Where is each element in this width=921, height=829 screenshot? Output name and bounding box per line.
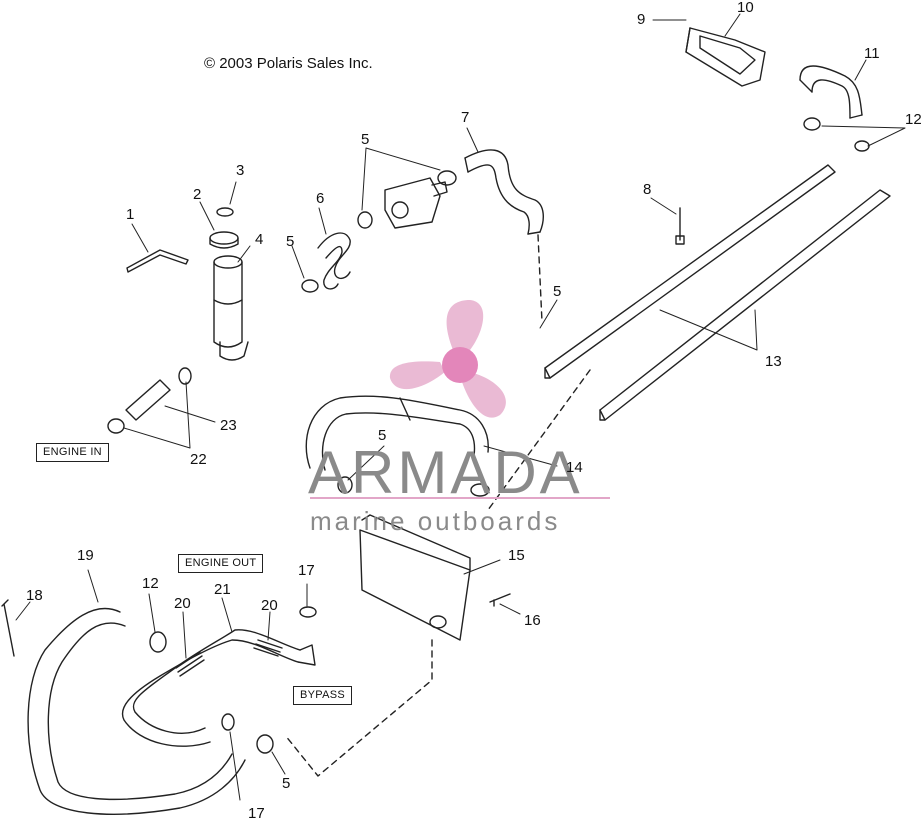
callout-14: 14	[566, 459, 583, 476]
cap-part-17-upper	[299, 606, 317, 618]
clamp-part-5-right	[470, 483, 490, 497]
clamp-part-5-left	[301, 279, 319, 293]
reservoir-part-4	[213, 255, 249, 361]
hose-part-11	[799, 65, 863, 119]
callout-13: 13	[765, 353, 782, 370]
callout-12-b: 12	[142, 575, 159, 592]
armada-logo-icon	[389, 300, 506, 418]
callout-5-c: 5	[553, 283, 562, 300]
coil-part-20	[175, 639, 283, 677]
gasket-part-3	[216, 207, 234, 217]
callout-5-a: 5	[286, 233, 295, 250]
callout-20-a: 20	[174, 595, 191, 612]
hose-part-19	[27, 607, 246, 815]
engine-in-label: ENGINE IN	[36, 443, 109, 462]
callout-5-b: 5	[361, 131, 370, 148]
clamp-part-22-upper	[178, 367, 192, 385]
hose-part-6	[317, 232, 351, 290]
hose-part-14	[305, 395, 489, 471]
callout-4: 4	[255, 231, 264, 248]
callout-9: 9	[637, 11, 646, 28]
callout-16: 16	[524, 612, 541, 629]
clamp-part-5-top	[357, 170, 457, 229]
leader-lines	[284, 234, 591, 777]
callout-1: 1	[126, 206, 135, 223]
callout-17-b: 17	[248, 805, 265, 822]
hose-part-21	[121, 629, 316, 747]
callout-12-a: 12	[905, 111, 921, 128]
callout-5-d: 5	[378, 427, 387, 444]
callout-17-a: 17	[298, 562, 315, 579]
watermark-divider	[310, 497, 610, 499]
callout-6: 6	[316, 190, 325, 207]
callout-22: 22	[190, 451, 207, 468]
callout-3: 3	[236, 162, 245, 179]
callout-23: 23	[220, 417, 237, 434]
clamp-part-12-lower	[149, 631, 167, 653]
callout-10: 10	[737, 0, 754, 16]
clamp-part-17-lower	[221, 713, 235, 731]
tool-part-1	[126, 249, 189, 273]
rail-part-13	[544, 164, 891, 421]
callout-11: 11	[864, 45, 880, 62]
clamp-part-5-bottom	[256, 734, 274, 754]
callout-5-e: 5	[282, 775, 291, 792]
callout-19: 19	[77, 547, 94, 564]
bypass-label: BYPASS	[293, 686, 353, 705]
cover-part	[685, 27, 766, 87]
callout-leaders	[15, 13, 906, 801]
tube-part-23	[125, 379, 171, 421]
clamp-part-22-lower	[107, 418, 125, 434]
callout-7: 7	[461, 109, 470, 126]
bolt-part-8	[675, 207, 685, 245]
callout-21: 21	[214, 581, 231, 598]
watermark-title: ARMADA	[308, 439, 583, 506]
callout-18: 18	[26, 587, 43, 604]
watermark-subtitle: marine outboards	[310, 506, 561, 536]
callout-20-b: 20	[261, 597, 278, 614]
pin-part-18	[1, 599, 15, 657]
engine-out-label: ENGINE OUT	[178, 554, 264, 573]
screw-part-16	[489, 593, 511, 607]
hose-part-7	[464, 149, 544, 235]
thermostat-housing-part	[384, 177, 448, 229]
clamp-part-5-mid	[337, 476, 353, 494]
callout-2: 2	[193, 186, 202, 203]
plate-part-15	[359, 514, 471, 641]
cap-part-2	[209, 231, 239, 249]
callout-15: 15	[508, 547, 525, 564]
copyright-text: © 2003 Polaris Sales Inc.	[204, 55, 373, 72]
callout-8: 8	[643, 181, 652, 198]
clamp-part-12	[803, 117, 870, 152]
